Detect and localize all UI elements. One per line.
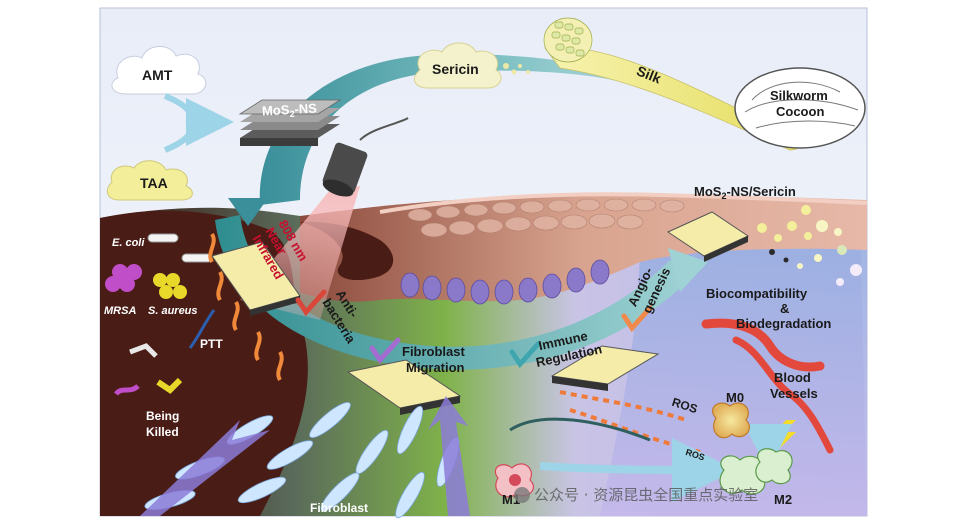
- blood-vessel-1: [701, 318, 825, 372]
- angiogenesis-check-icon: [621, 305, 653, 333]
- signal-ribbon: [509, 417, 651, 442]
- cocoon-label: Cocoon: [776, 104, 824, 119]
- basal-cells: [400, 259, 610, 305]
- cycle-arc: [259, 54, 650, 205]
- skin-surface: [379, 192, 868, 214]
- composite-label: MoS2-NS/Sericin: [694, 184, 796, 201]
- fibroblast-label: Fibroblast: [310, 501, 368, 515]
- film-composite: [666, 211, 750, 262]
- blood-vessel-2: [732, 336, 834, 454]
- mos2-ns-stack-icon: [238, 99, 342, 146]
- blood-vessels-line1: Blood: [774, 370, 811, 385]
- ros-wave-1: [559, 390, 687, 422]
- m0-label: M0: [726, 390, 744, 405]
- watermark-text: 公众号 · 资源昆虫全国重点实验室: [534, 486, 758, 504]
- left-arc-down-arrow: [228, 198, 268, 226]
- biocompatibility-line2: &: [780, 301, 789, 316]
- degradation-particles: [757, 205, 862, 286]
- mrsa-label: MRSA: [104, 305, 136, 317]
- immune-check-icon: [509, 341, 541, 369]
- saureus-label: S. aureus: [148, 305, 198, 317]
- m1-to-m2-arrow: [539, 437, 736, 502]
- wound-gap: [300, 221, 394, 281]
- m2-macrophage-icon: [719, 448, 793, 495]
- blood-vessels-line2: Vessels: [770, 386, 818, 401]
- killed-label: Killed: [146, 425, 179, 439]
- silkworm-label: Silkworm: [770, 88, 828, 103]
- m2-label: M2: [774, 492, 792, 507]
- ptt-label: PTT: [200, 337, 223, 351]
- taa-label: TAA: [140, 175, 168, 191]
- laser-device-icon: [322, 117, 409, 197]
- film-left: [211, 241, 301, 316]
- sericin-label: Sericin: [432, 61, 479, 77]
- ros-wave-2: [569, 408, 701, 454]
- fibroblast-arrow-right: [428, 396, 470, 516]
- biocompatibility-line1: Biocompatibility: [706, 286, 808, 301]
- arc-lower-band: [215, 215, 690, 370]
- sericin-cloud-icon: [413, 42, 530, 89]
- fibroblast-migration-line1: Fibroblast: [402, 344, 466, 359]
- m0-macrophage-icon: [711, 402, 751, 439]
- anti-bacteria-check-icon: [295, 289, 327, 317]
- biocompatibility-line3: Biodegradation: [736, 316, 831, 331]
- fibroblast-migration-line2: Migration: [406, 360, 465, 375]
- fibroblast-arrow-left: [140, 420, 270, 516]
- amt-label: AMT: [142, 67, 173, 83]
- killed-bacteria-icon: [114, 343, 183, 396]
- amt-cloud-icon: [111, 46, 207, 95]
- watermark: 公众号 · 资源昆虫全国重点实验室: [514, 486, 758, 504]
- silkworm-cocoon-icon: [734, 67, 866, 149]
- arc-arrow-head: [668, 248, 708, 292]
- mos2-ns-label: MoS2-NS: [262, 101, 318, 121]
- heat-waves: [208, 232, 284, 382]
- ecoli-label: E. coli: [112, 237, 145, 249]
- epidermal-cells: [407, 198, 685, 238]
- ptt-arrow: [188, 309, 216, 349]
- silk-fiber-bundle: [543, 17, 593, 63]
- bacteria-group: [105, 233, 213, 299]
- taa-cloud-icon: [106, 160, 193, 201]
- fibroblast-check-icon: [369, 337, 401, 365]
- film-right: [550, 345, 660, 391]
- being-label: Being: [146, 409, 179, 423]
